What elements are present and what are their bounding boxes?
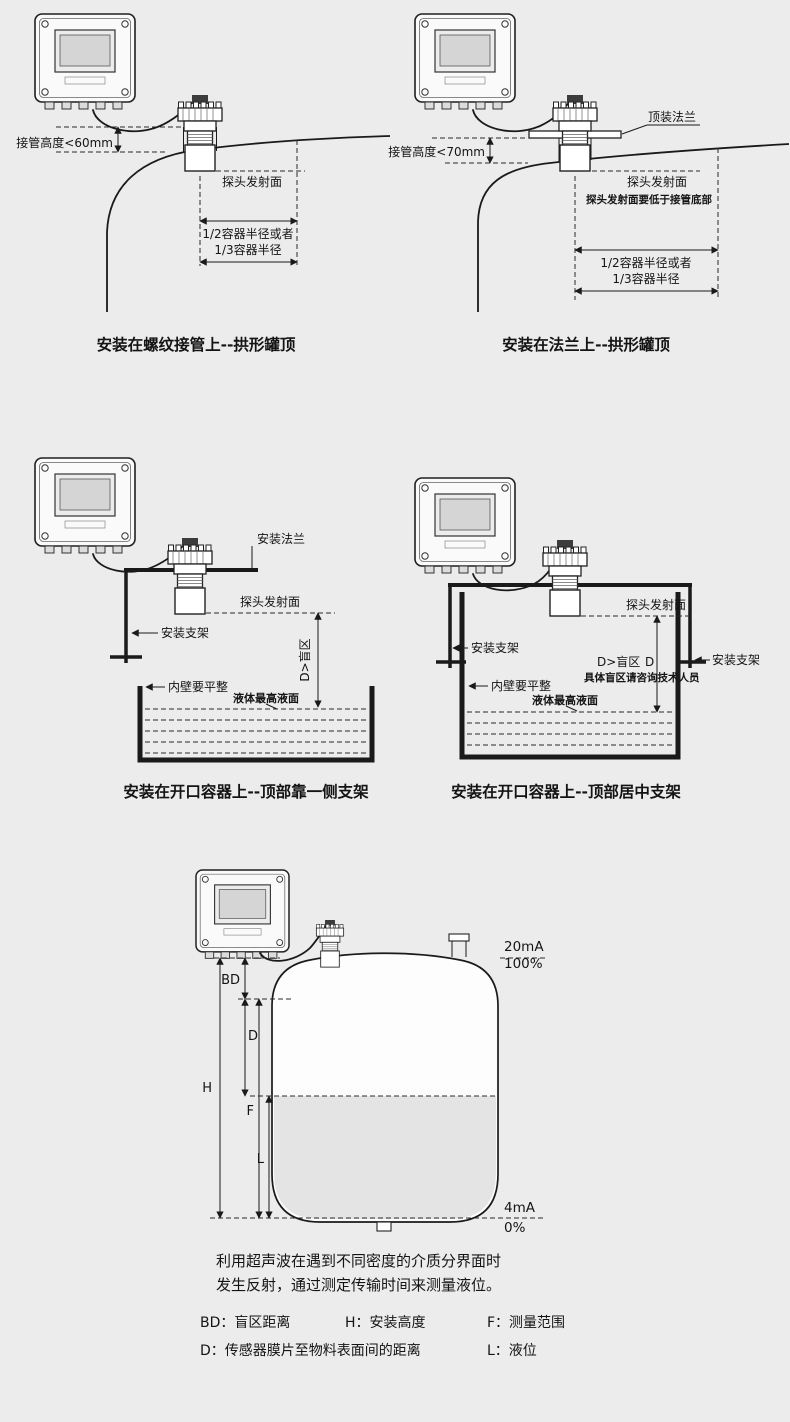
max-level-label: 液体最高液面 bbox=[233, 691, 299, 705]
probe-face-label: 探头发射面 bbox=[626, 597, 686, 612]
transmitter-unit bbox=[34, 457, 136, 554]
legend-d: D：传感器膜片至物料表面间的距离 bbox=[200, 1342, 421, 1359]
dim-h-label: H bbox=[202, 1081, 212, 1096]
wall-note-label: 内壁要平整 bbox=[168, 679, 228, 694]
ultrasonic-probe bbox=[542, 539, 588, 617]
ultrasonic-probe bbox=[315, 919, 345, 968]
tank-dome-outline bbox=[106, 135, 391, 312]
radius-third-label: 1/3容器半径 bbox=[214, 242, 281, 257]
panel2-caption: 安装在法兰上--拱形罐顶 bbox=[502, 335, 670, 354]
liquid-surface-lines bbox=[145, 708, 368, 754]
vessel-walls bbox=[137, 686, 375, 763]
ma-top-label: 20mA bbox=[504, 939, 544, 955]
dim-f-label: F bbox=[247, 1104, 254, 1119]
bottom-nozzle bbox=[376, 1221, 392, 1232]
legend-f: F：测量范围 bbox=[487, 1314, 565, 1331]
panel1-caption: 安装在螺纹接管上--拱形罐顶 bbox=[97, 335, 296, 354]
panel-threaded-mount: 接管高度<60mm 探头发射面 1/2容器半径或者 1/3容器半径 安装在螺纹接… bbox=[16, 13, 391, 354]
top-flange-label: 顶装法兰 bbox=[648, 110, 696, 124]
ultrasonic-probe bbox=[167, 537, 213, 615]
transmitter-unit bbox=[34, 13, 136, 110]
transmitter-unit bbox=[414, 477, 516, 574]
radius-half-label: 1/2容器半径或者 bbox=[202, 226, 293, 241]
legend-h: H：安装高度 bbox=[345, 1314, 426, 1331]
panel-flange-mount: 接管高度<70mm 顶装法兰 探头发射面 探头发射面要低于接管底部 1/2容器半… bbox=[388, 13, 790, 354]
probe-face-note: 探头发射面要低于接管底部 bbox=[586, 193, 712, 206]
blind-zone-label: D>盲区 bbox=[297, 638, 312, 681]
dim-d-label: D bbox=[248, 1029, 258, 1044]
description-line2: 发生反射，通过测定传输时间来测量液位。 bbox=[216, 1276, 501, 1294]
blind-zone-note: 具体盲区请咨询技术人员 bbox=[583, 671, 700, 684]
pipe-height-label: 接管高度<70mm bbox=[388, 144, 485, 159]
blind-dim-label: D bbox=[645, 655, 654, 669]
dim-l-label: L bbox=[257, 1152, 265, 1167]
legend-l: L：液位 bbox=[487, 1343, 537, 1359]
wall-note-label: 内壁要平整 bbox=[491, 678, 551, 693]
vessel-walls bbox=[459, 592, 681, 760]
max-level-leader bbox=[565, 705, 578, 712]
panel3-caption: 安装在开口容器上--顶部靠一侧支架 bbox=[123, 782, 369, 801]
panel-measuring-principle: 20mA 100% 4mA 0% BD D H F L 利用超声波在遇到不同密度… bbox=[195, 869, 565, 1359]
max-level-leader bbox=[265, 703, 278, 710]
panel-open-vessel-center-bracket: 安装支架 安装支架 探头发射面 D>盲区 D 具体盲区请咨询技术人员 内壁要平整… bbox=[414, 477, 760, 801]
pipe-height-label: 接管高度<60mm bbox=[16, 135, 113, 150]
transmitter-unit bbox=[414, 13, 516, 110]
probe-face-label: 探头发射面 bbox=[240, 594, 300, 609]
pct-top-label: 100% bbox=[504, 956, 543, 972]
pct-bottom-label: 0% bbox=[504, 1220, 526, 1236]
flange-leader-line bbox=[621, 124, 700, 135]
description-line1: 利用超声波在遇到不同密度的介质分界面时 bbox=[216, 1252, 501, 1270]
bracket-left-label: 安装支架 bbox=[471, 640, 519, 655]
liquid-surface-lines bbox=[467, 711, 673, 746]
probe-face-label: 探头发射面 bbox=[627, 174, 687, 189]
transmitter-unit bbox=[195, 869, 290, 960]
radius-half-label: 1/2容器半径或者 bbox=[600, 255, 691, 270]
mount-flange-label: 安装法兰 bbox=[257, 531, 305, 546]
radius-third-label: 1/3容器半径 bbox=[612, 271, 679, 286]
liquid-fill bbox=[274, 1096, 496, 1219]
panel-open-vessel-side-bracket: 安装法兰 探头发射面 安装支架 D>盲区 内壁要平整 液体最高液面 安装在开口容… bbox=[34, 457, 375, 801]
tank-dome-outline bbox=[477, 143, 790, 312]
ma-bottom-label: 4mA bbox=[504, 1200, 536, 1216]
bracket-label: 安装支架 bbox=[161, 625, 209, 640]
probe-face-label: 探头发射面 bbox=[222, 174, 282, 189]
bracket-right-label: 安装支架 bbox=[712, 652, 760, 667]
legend-bd: BD：盲区距离 bbox=[200, 1314, 290, 1331]
ultrasonic-probe bbox=[177, 94, 223, 172]
panel4-caption: 安装在开口容器上--顶部居中支架 bbox=[451, 782, 681, 801]
dim-bd-label: BD bbox=[221, 973, 240, 988]
blind-zone-label: D>盲区 bbox=[597, 654, 640, 669]
max-level-label: 液体最高液面 bbox=[532, 693, 598, 707]
top-nozzle-cap bbox=[448, 933, 470, 942]
